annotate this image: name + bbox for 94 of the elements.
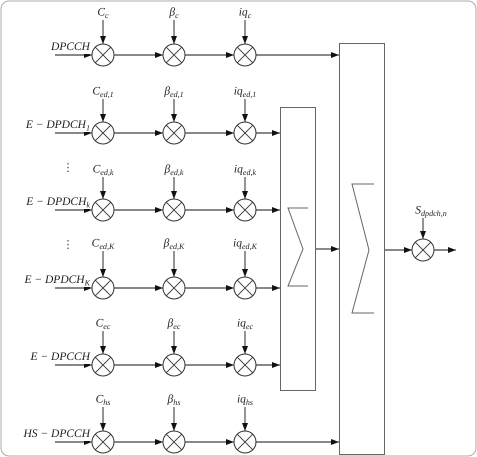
multiplier-circle	[91, 430, 115, 454]
arrow	[114, 207, 164, 213]
factor-label: β$_{ed,1}$	[164, 86, 184, 98]
multiplier-circle	[233, 198, 257, 222]
factor-label: iq$_{hs}$	[236, 394, 254, 406]
factor-label: C$_{hs}$	[96, 394, 110, 406]
arrow	[171, 20, 177, 44]
arrow	[54, 439, 92, 445]
multiplier-circle	[162, 276, 186, 300]
multiplier-circle	[162, 353, 186, 377]
factor-label: iq$_{ed,K}$	[233, 238, 257, 250]
channel-label: E − DPCCH	[30, 351, 90, 364]
factor-label: β$_{ed,K}$	[164, 238, 184, 250]
multiplier-circle	[162, 43, 186, 67]
arrow	[54, 52, 92, 58]
multiplier-circle	[411, 238, 435, 262]
factor-label: C$_{c}$	[97, 6, 109, 20]
arrow	[184, 207, 234, 213]
arrow	[100, 406, 106, 432]
arrow	[184, 285, 234, 291]
channel-label: E − DPDCH$_{K}$	[24, 274, 90, 287]
arrow	[114, 285, 164, 291]
factor-label: β$_{c}$	[169, 6, 179, 20]
arrow	[171, 176, 177, 200]
factor-label: β$_{ec}$	[168, 318, 180, 330]
multiplier-circle	[91, 198, 115, 222]
arrow	[256, 285, 280, 291]
arrow	[54, 362, 92, 368]
multiplier-circle	[233, 430, 257, 454]
arrow	[54, 207, 92, 213]
channel-label: HS − DPCCH	[23, 428, 90, 441]
factor-label: β$_{hs}$	[168, 394, 180, 406]
channel-label: E − DPDCH$_{k}$	[26, 196, 90, 209]
factor-label: C$_{ec}$	[96, 318, 110, 330]
summation-block	[280, 107, 316, 391]
arrow	[171, 98, 177, 122]
arrow	[242, 20, 248, 44]
arrow	[384, 247, 412, 253]
factor-label: C$_{ed,K}$	[92, 238, 114, 250]
arrow	[242, 176, 248, 200]
factor-label: iq$_{ec}$	[236, 318, 254, 330]
factor-label: C$_{ed,1}$	[92, 86, 114, 98]
factor-label: iq$_{c}$	[238, 6, 252, 20]
arrow	[184, 52, 234, 58]
arrow	[184, 439, 234, 445]
multiplier-circle	[162, 121, 186, 145]
arrow	[256, 439, 340, 445]
multiplier-circle	[91, 121, 115, 145]
arrow	[114, 439, 164, 445]
arrow	[171, 250, 177, 278]
multiplier-circle	[91, 43, 115, 67]
vertical-ellipsis: ⋮	[62, 162, 74, 174]
arrow	[54, 130, 92, 136]
arrow	[171, 330, 177, 354]
channel-label: E − DPDCH$_{1}$	[26, 119, 90, 132]
multiplier-circle	[233, 276, 257, 300]
arrow	[184, 362, 234, 368]
arrow	[100, 98, 106, 122]
arrow	[114, 52, 164, 58]
arrow	[242, 330, 248, 354]
summation-block	[339, 43, 385, 455]
arrow	[100, 330, 106, 354]
vertical-ellipsis: ⋮	[62, 239, 74, 251]
multiplier-circle	[233, 43, 257, 67]
arrow	[100, 176, 106, 200]
arrow	[100, 20, 106, 44]
arrow	[100, 250, 106, 278]
arrow	[256, 130, 280, 136]
multiplier-circle	[233, 353, 257, 377]
factor-label: iq$_{ed,1}$	[234, 86, 256, 98]
arrow	[184, 130, 234, 136]
channel-label: DPCCH	[51, 41, 90, 54]
arrow	[256, 207, 280, 213]
arrow	[256, 52, 340, 58]
arrow	[316, 246, 340, 252]
factor-label: C$_{ed,k}$	[92, 164, 114, 176]
arrow	[242, 406, 248, 432]
factor-label: iq$_{ed,k}$	[234, 164, 256, 176]
multiplier-circle	[233, 121, 257, 145]
arrow	[171, 406, 177, 432]
arrow	[114, 362, 164, 368]
arrow	[242, 98, 248, 122]
arrow	[54, 285, 92, 291]
multiplier-circle	[162, 198, 186, 222]
factor-label: β$_{ed,k}$	[164, 164, 184, 176]
arrow	[114, 130, 164, 136]
multiplier-circle	[91, 353, 115, 377]
factor-label: S$_{dpdch,n}$	[415, 204, 447, 218]
arrow	[434, 247, 456, 253]
multiplier-circle	[91, 276, 115, 300]
arrow	[420, 218, 426, 240]
arrow	[256, 362, 280, 368]
multiplier-circle	[162, 430, 186, 454]
arrow	[242, 250, 248, 278]
